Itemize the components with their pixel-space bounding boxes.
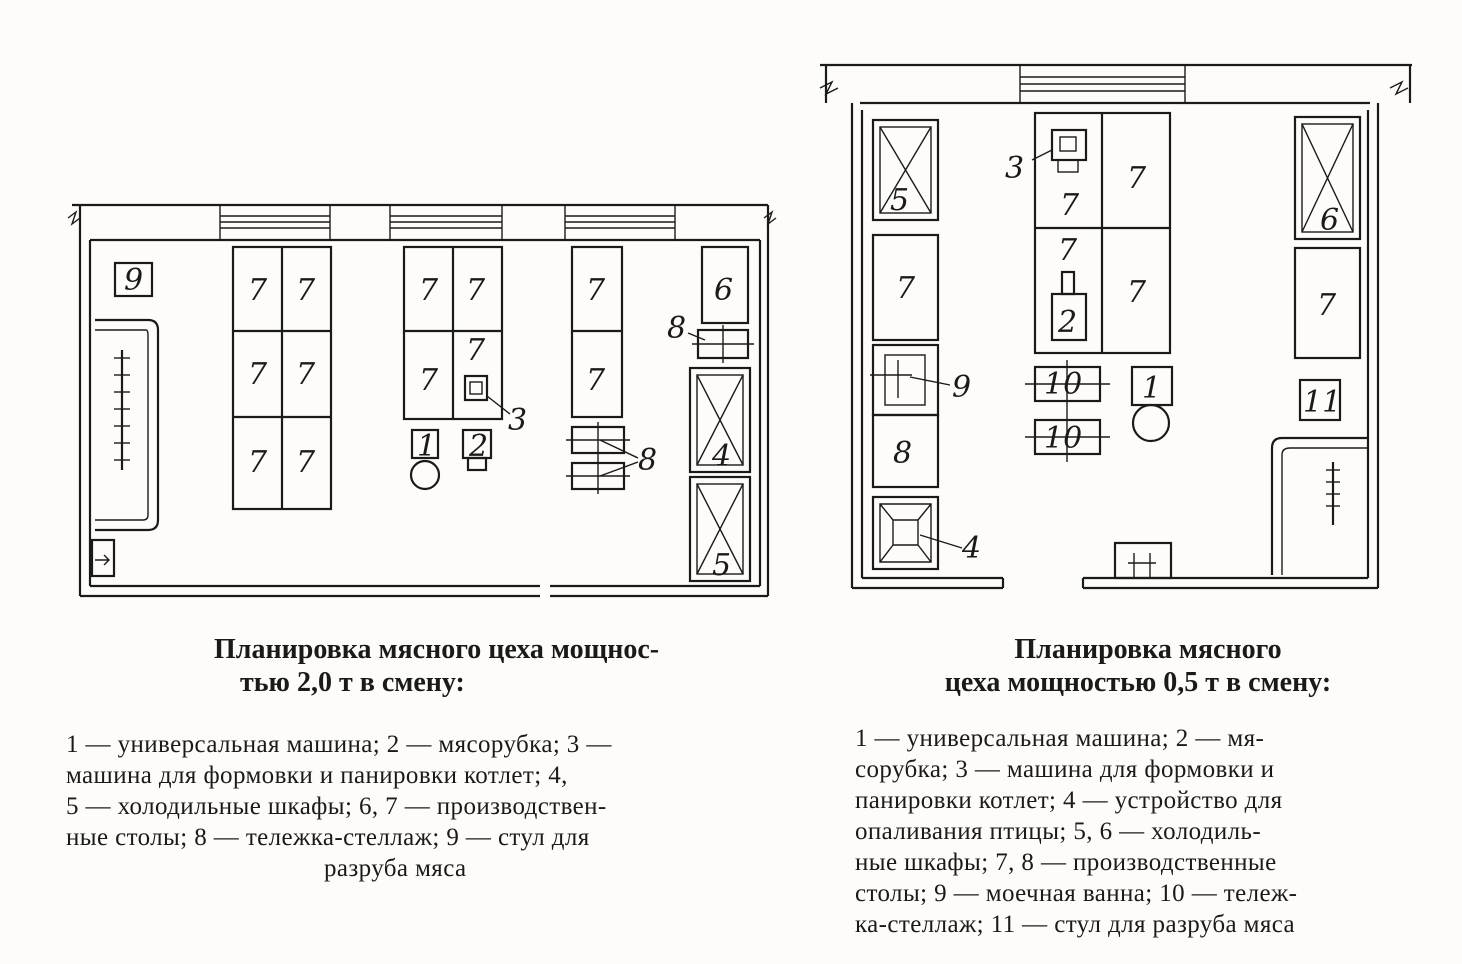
plan-large-title: Планировка мясного цеха мощнос- тью 2,0 … [214,634,660,698]
svg-text:7: 7 [466,273,486,308]
plan-small-left-column: 5 7 9 8 4 [870,118,981,571]
legend-line: столы; 9 — моечная ванна; 10 — тележ- [855,880,1298,907]
label-sink: 9 [952,370,971,405]
svg-text:7: 7 [1317,288,1337,323]
label-fridge-6: 6 [1320,203,1339,238]
legend-line: 1 — универсальная машина; 2 — мя- [855,725,1265,752]
label-cart: 10 [1044,367,1082,402]
svg-text:7: 7 [419,363,439,398]
plan-small: 5 7 9 8 4 3 7 7 7 7 [819,63,1412,590]
svg-text:7: 7 [586,363,606,398]
label-chair: 9 [124,263,143,298]
plan-small-rail [1270,436,1368,575]
legend-line: разруба мяса [324,855,467,882]
plan-large-legend: 1 — универсальная машина; 2 — мясорубка;… [66,729,786,884]
label-fridge-5: 5 [890,183,909,218]
legend-line: ные столы; 8 — тележка-стеллаж; 9 — стул… [66,824,590,851]
plan-small-machine-universal: 1 [1130,365,1174,443]
legend-line: 5 — холодильные шкафы; 6, 7 — производст… [66,793,607,820]
plan-small-bottom-cabinet [1113,541,1173,580]
svg-text:7: 7 [248,445,268,480]
label-grinder: 2 [1057,305,1077,340]
svg-text:8: 8 [667,311,686,346]
label-cart: 8 [638,443,657,478]
svg-text:7: 7 [466,333,486,368]
svg-text:7: 7 [296,273,316,308]
svg-text:7: 7 [248,273,268,308]
label-table-8: 8 [893,436,912,471]
plan-large-windows [219,204,676,241]
label-former: 3 [508,403,527,438]
plan-large: 9 7 7 7 7 7 7 [67,203,777,598]
label-chair: 11 [1303,385,1341,420]
svg-text:7: 7 [1127,161,1147,196]
label-fridge-4: 4 [711,439,731,474]
plan-small-walls [819,63,1412,590]
svg-text:7: 7 [896,271,916,306]
svg-text:7: 7 [419,273,439,308]
legend-line: ка-стеллаж; 11 — стул для разруба мяса [855,911,1296,938]
label-grinder: 2 [468,429,488,464]
svg-text:7: 7 [1127,275,1147,310]
legend-line: опаливания птицы; 5, 6 — холодиль- [855,818,1262,845]
legend-line: машина для формовки и панировки котлет; … [66,762,568,789]
plan-small-legend: 1 — универсальная машина; 2 — мя- сорубк… [855,723,1415,940]
label-machine-universal: 1 [417,429,436,464]
label-former: 3 [1005,151,1024,186]
label-fridge-5: 5 [712,548,731,583]
svg-text:7: 7 [296,445,316,480]
label-table-6: 6 [714,273,733,308]
plan-large-carts: 8 8 [566,311,754,494]
legend-line: панировки котлет; 4 — устройство для [855,787,1283,814]
plan-large-machines: 1 2 [409,428,493,491]
svg-text:1: 1 [1142,371,1161,406]
plan-small-title: Планировка мясного цеха мощностью 0,5 т … [944,634,1332,698]
svg-text:7: 7 [296,357,316,392]
plan-large-rail [90,318,160,578]
plan-small-window [1019,64,1186,104]
plan-small-center-block: 3 7 7 7 7 2 [1005,111,1172,355]
label-singe: 4 [961,531,981,566]
plan-large-table-column-c: 7 7 [570,245,624,419]
plan-large-table-block-b: 7 7 7 7 3 [402,245,527,438]
svg-text:7: 7 [586,273,606,308]
legend-line: сорубка; 3 — машина для формовки и [855,756,1275,783]
svg-text:7: 7 [1058,233,1078,268]
svg-text:10: 10 [1044,421,1082,456]
plan-large-table-block-a: 7 7 7 7 7 7 [231,245,333,511]
plan-large-table-6: 6 [700,245,750,325]
legend-line: 1 — универсальная машина; 2 — мясорубка;… [66,731,612,758]
legend-line: ные шкафы; 7, 8 — производственные [855,849,1277,876]
svg-text:7: 7 [1060,188,1080,223]
plan-large-fridges: 4 5 [688,366,752,583]
plan-large-walls [67,203,777,598]
plan-small-carts: 10 10 [1025,360,1110,462]
svg-text:7: 7 [248,357,268,392]
plan-large-chair: 9 [113,261,154,298]
plan-small-right-column: 6 7 11 [1293,115,1362,422]
